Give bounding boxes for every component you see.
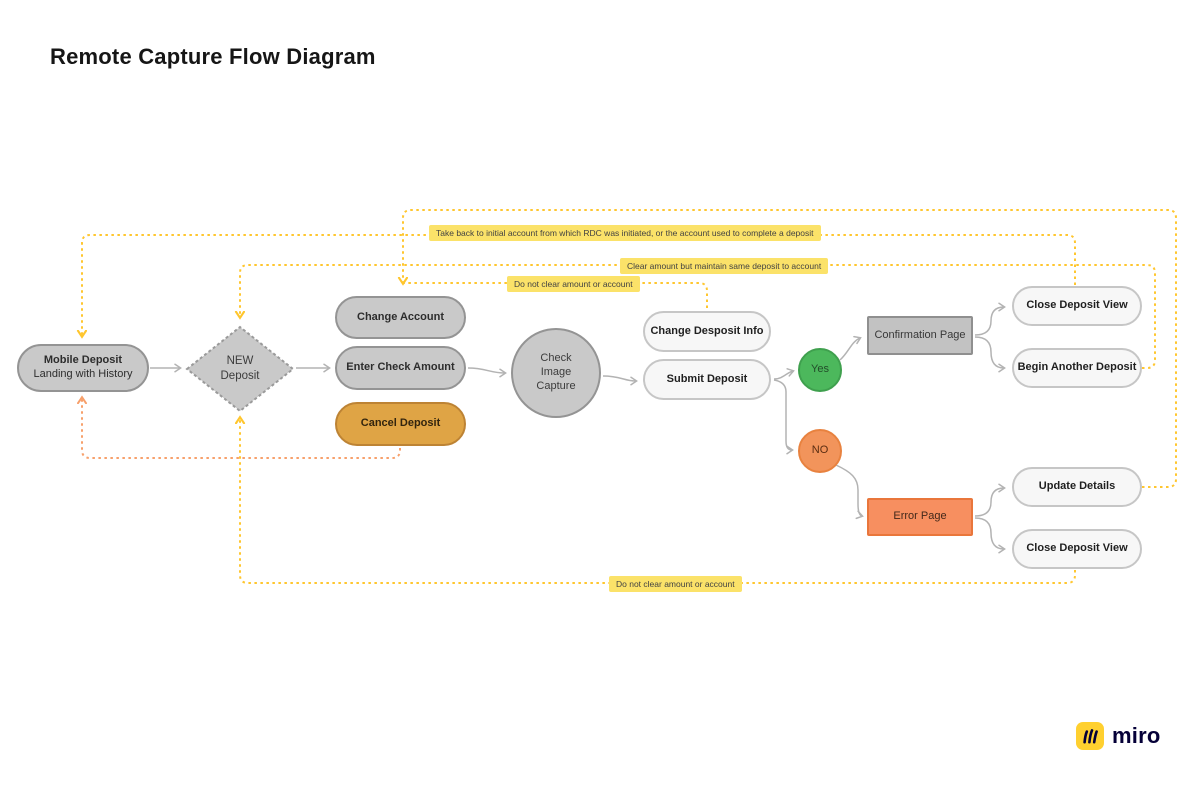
connector-no-to-error	[835, 464, 864, 520]
node-mobile-deposit: Mobile Deposit Landing with History	[17, 344, 149, 392]
node-yes: Yes	[798, 348, 842, 392]
node-change-account: Change Account	[335, 296, 466, 339]
node-enter-check-amount: Enter Check Amount	[335, 346, 466, 390]
connector-submit-to-no	[773, 379, 794, 455]
connector-cancel-deposit-to-mobile-deposit	[77, 395, 401, 459]
node-update-details: Update Details	[1012, 467, 1142, 507]
node-close-deposit-view-top: Close Deposit View	[1012, 286, 1142, 326]
node-submit-deposit: Submit Deposit	[643, 359, 771, 400]
edge-label-clear-amount: Clear amount but maintain same deposit t…	[620, 258, 829, 274]
node-check-image-capture: Check Image Capture	[511, 328, 601, 418]
connector-yes-to-confirmation	[839, 335, 862, 361]
node-error-page: Error Page	[867, 498, 973, 536]
node-begin-another-deposit: Begin Another Deposit	[1012, 348, 1142, 388]
connector-capture-to-submit	[602, 375, 638, 386]
miro-watermark: miro	[1076, 722, 1160, 750]
new-deposit-diamond-shape	[185, 325, 295, 413]
edge-label-do-not-clear-bottom: Do not clear amount or account	[609, 576, 742, 592]
node-no: NO	[798, 429, 842, 473]
node-mobile-deposit-subtitle: Landing with History	[33, 368, 133, 380]
connector-confirmation-to-close-view	[974, 302, 1006, 336]
connector-update-details-to-change-account	[403, 209, 1177, 488]
node-close-deposit-view-bottom: Close Deposit View	[1012, 529, 1142, 569]
connector-enter-check-to-capture	[467, 367, 507, 378]
node-cancel-deposit: Cancel Deposit	[335, 402, 466, 446]
connector-submit-to-yes	[773, 368, 795, 380]
page-title: Remote Capture Flow Diagram	[50, 44, 376, 69]
node-new-deposit-label: NEW Deposit	[220, 355, 260, 382]
connector-confirmation-to-begin-another	[974, 336, 1006, 373]
edge-label-take-back: Take back to initial account from which …	[429, 225, 821, 241]
connector-error-to-close-view-bottom	[974, 517, 1006, 554]
miro-logo-mark	[1083, 729, 1098, 744]
miro-logo-icon	[1076, 722, 1104, 750]
connector-error-to-update-details	[974, 483, 1006, 517]
node-mobile-deposit-title: Mobile Deposit	[43, 354, 123, 367]
connector-change-desposit-info-to-change-account	[403, 282, 708, 308]
edge-label-do-not-clear-top: Do not clear amount or account	[507, 276, 640, 292]
node-confirmation-page: Confirmation Page	[867, 316, 973, 355]
node-change-desposit-info: Change Desposit Info	[643, 311, 771, 352]
miro-logo-text: miro	[1112, 723, 1161, 748]
